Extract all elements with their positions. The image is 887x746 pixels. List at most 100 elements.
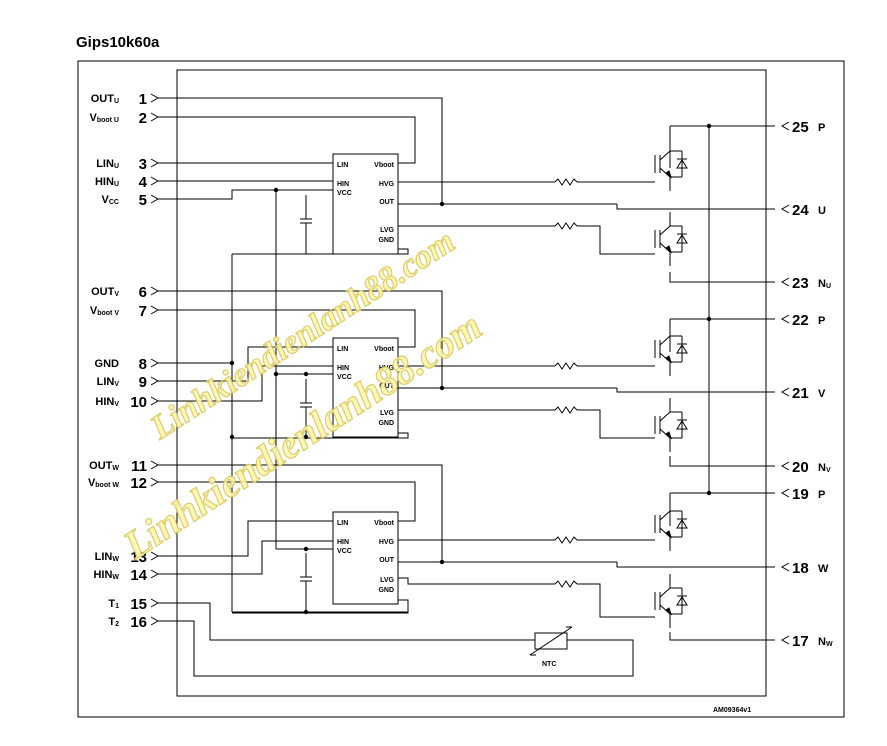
right-pin-label: P	[818, 122, 825, 134]
left-pin-7: Vboot V 7	[90, 303, 158, 320]
ic-pin-vboot: Vboot	[374, 520, 394, 527]
left-pin-label: HINU	[95, 176, 119, 188]
left-pin-number: 7	[139, 303, 147, 320]
left-pin-11: OUTW 11	[89, 458, 158, 475]
ic-pin-hvg: HVG	[379, 365, 395, 372]
left-pin-number: 12	[130, 475, 147, 492]
ntc-label: NTC	[542, 661, 556, 668]
page-title: Gips10k60a	[76, 34, 160, 51]
left-pin-number: 6	[139, 284, 147, 301]
junction-dot	[229, 434, 235, 440]
left-pin-1: OUTU 1	[91, 91, 158, 108]
left-pin-15: T1 15	[108, 596, 158, 613]
ic-pin-out: OUT	[379, 557, 395, 564]
right-pin-label: P	[818, 489, 825, 501]
ic-pin-lvg: LVG	[380, 577, 394, 584]
ntc-thermistor: NTC	[530, 627, 572, 668]
driver-ic-group: LINHINVCCVbootHVGOUTLVGGNDLINHINVCCVboot…	[333, 154, 398, 604]
junction-dot	[439, 385, 445, 391]
left-pin-number: 2	[139, 110, 147, 127]
junction-dot	[303, 371, 309, 377]
left-pin-label: LINU	[96, 158, 119, 170]
right-pin-number: 20	[792, 459, 809, 476]
ic-pin-vcc: VCC	[337, 374, 352, 381]
ic-pin-hin: HIN	[337, 181, 349, 188]
left-pin-number: 4	[139, 174, 148, 191]
wiring	[158, 98, 775, 676]
ic-pin-lvg: LVG	[380, 410, 394, 417]
ic-pin-vcc: VCC	[337, 548, 352, 555]
left-pin-number: 15	[130, 596, 147, 613]
left-pin-3: LINU 3	[96, 156, 158, 173]
ic-pin-out: OUT	[379, 383, 395, 390]
left-pin-number: 5	[139, 192, 147, 209]
left-pin-number: 9	[139, 374, 147, 391]
left-pin-number: 14	[130, 567, 147, 584]
drawing-code: AM09364v1	[713, 707, 751, 714]
left-pin-number: 13	[130, 549, 147, 566]
ic-pin-lvg: LVG	[380, 227, 394, 234]
left-pin-label: GND	[95, 358, 120, 370]
igbt-transistor	[655, 322, 687, 376]
left-pin-label: OUTW	[89, 460, 119, 472]
left-pin-12: Vboot W 12	[88, 475, 158, 492]
junction-dot	[706, 316, 712, 322]
right-pin-number: 21	[792, 385, 809, 402]
ic-pin-hin: HIN	[337, 539, 349, 546]
left-pin-4: HINU 4	[95, 174, 158, 191]
igbt-transistor	[655, 137, 687, 191]
module-box	[177, 70, 766, 696]
left-pin-label: LINW	[95, 551, 120, 563]
right-pin-number: 17	[792, 633, 809, 650]
right-pin-number: 22	[792, 312, 809, 329]
right-pin-label: W	[818, 563, 829, 575]
right-pin-18: 18 W	[782, 560, 829, 577]
right-pin-21: 21 V	[782, 385, 826, 402]
right-pin-label: V	[818, 388, 826, 400]
ic-pin-out: OUT	[379, 199, 395, 206]
igbt-transistor	[655, 398, 687, 452]
igbt-group	[655, 137, 687, 628]
left-pin-label: LINV	[97, 376, 120, 388]
left-pin-label: T1	[108, 598, 119, 610]
right-pin-20: 20 NV	[782, 459, 831, 476]
ic-pin-hin: HIN	[337, 365, 349, 372]
left-pin-number: 10	[130, 394, 147, 411]
ic-pin-gnd: GND	[378, 587, 394, 594]
junction-dot	[706, 123, 712, 129]
left-pin-label: OUTU	[91, 93, 119, 105]
ic-pin-hvg: HVG	[379, 539, 395, 546]
right-pin-label: NW	[818, 636, 833, 648]
left-pin-label: OUTV	[91, 286, 119, 298]
junction-dot	[303, 434, 309, 440]
right-pin-22: 22 P	[782, 312, 825, 329]
right-pin-label: P	[818, 315, 825, 327]
left-pin-label: Vboot V	[90, 305, 119, 317]
right-pin-19: 19 P	[782, 486, 825, 503]
junction-dot	[273, 371, 279, 377]
right-pin-label: NU	[818, 278, 831, 290]
left-pin-number: 11	[131, 458, 147, 475]
left-pin-label: HINV	[95, 396, 119, 408]
right-pin-number: 18	[792, 560, 809, 577]
junction-dot	[706, 490, 712, 496]
right-pin-number: 25	[792, 119, 809, 136]
right-pin-number: 19	[792, 486, 809, 503]
ic-pin-vboot: Vboot	[374, 162, 394, 169]
igbt-transistor	[655, 212, 687, 266]
left-pin-number: 1	[139, 91, 147, 108]
left-pin-label: T2	[108, 616, 119, 628]
ic-pin-lin: LIN	[337, 520, 348, 527]
ic-pin-lin: LIN	[337, 346, 348, 353]
right-pin-label: NV	[818, 462, 831, 474]
left-pin-number: 3	[139, 156, 147, 173]
left-pin-label: Vboot W	[88, 477, 119, 489]
